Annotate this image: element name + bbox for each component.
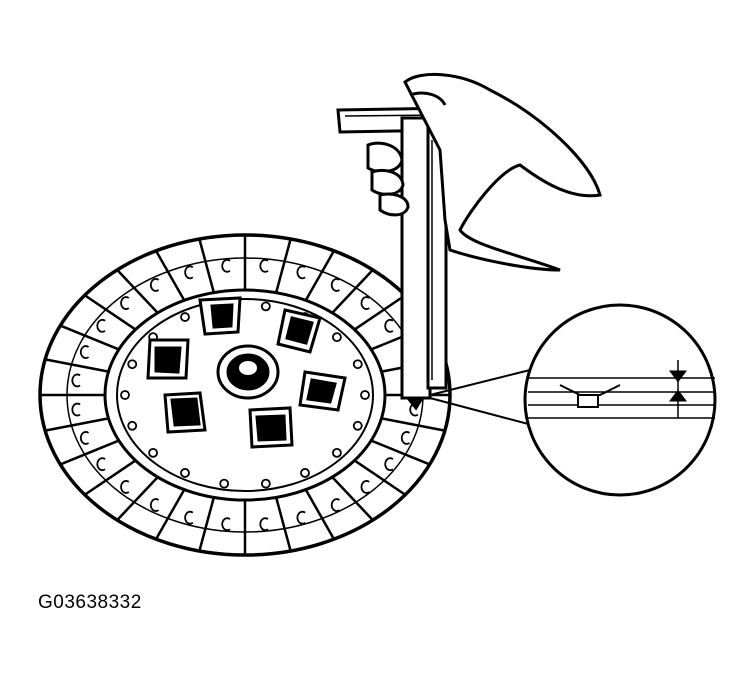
friction-segments bbox=[40, 235, 450, 555]
hub-rivet bbox=[260, 301, 271, 312]
hub-rivet bbox=[332, 447, 342, 458]
rivet-mark bbox=[384, 318, 394, 333]
segment-divider bbox=[198, 497, 216, 552]
rivet-mark bbox=[71, 373, 81, 388]
rivet-mark bbox=[79, 431, 90, 445]
damper-windows bbox=[146, 296, 347, 449]
hub-rivet bbox=[260, 478, 271, 489]
rivet-mark bbox=[221, 517, 231, 532]
segment-divider bbox=[331, 476, 374, 521]
hub-rivet bbox=[352, 359, 363, 370]
segment-divider bbox=[154, 488, 186, 540]
hand bbox=[366, 72, 602, 272]
rivet-mark bbox=[120, 296, 130, 310]
segment-divider bbox=[304, 488, 336, 540]
segment-divider bbox=[44, 417, 109, 432]
hub-rivet bbox=[180, 468, 190, 478]
hub-rivet bbox=[219, 478, 230, 489]
figure-code: G03638332 bbox=[38, 592, 142, 613]
rivet-mark bbox=[184, 265, 194, 280]
segment-divider bbox=[381, 417, 446, 432]
segment-divider bbox=[44, 358, 109, 373]
rivet-mark bbox=[96, 318, 106, 333]
rivet-mark bbox=[330, 498, 341, 512]
segment-divider bbox=[274, 497, 292, 552]
rivet-mark bbox=[330, 278, 341, 292]
hub-rivet bbox=[332, 332, 342, 343]
rivet-mark bbox=[221, 258, 231, 273]
segment-divider bbox=[304, 250, 336, 302]
hub-rivet bbox=[127, 359, 138, 370]
segment-divider bbox=[116, 269, 159, 314]
segment-divider bbox=[116, 476, 159, 521]
hub-rivet bbox=[180, 312, 190, 322]
rivet-mark bbox=[259, 517, 269, 532]
hub-rivet bbox=[352, 420, 363, 431]
rivet-mark bbox=[400, 431, 411, 445]
detail-magnifier bbox=[429, 303, 717, 497]
rivet-mark bbox=[360, 480, 370, 494]
rivet-mark bbox=[296, 265, 306, 280]
segment-divider bbox=[154, 250, 186, 302]
rivet-mark bbox=[96, 457, 106, 472]
clutch-disc bbox=[38, 233, 452, 557]
rivet-mark bbox=[259, 258, 269, 273]
segment-divider bbox=[84, 459, 137, 496]
segment-divider bbox=[331, 269, 374, 314]
segment-divider bbox=[370, 439, 431, 466]
rivet-mark bbox=[71, 402, 81, 417]
rivet-mark bbox=[384, 457, 394, 472]
hub-rivet bbox=[360, 390, 370, 400]
rivet-mark bbox=[149, 498, 160, 512]
hub-rivet bbox=[127, 420, 138, 431]
rivet-mark bbox=[120, 480, 130, 494]
hub-rivet bbox=[120, 390, 130, 400]
rivet-mark bbox=[360, 296, 370, 310]
segment-divider bbox=[84, 294, 137, 331]
hub-rivet bbox=[148, 447, 158, 458]
rivet-mark bbox=[149, 278, 160, 292]
rivet-mark bbox=[296, 510, 306, 525]
segment-divider bbox=[353, 294, 406, 331]
rivet-mark bbox=[184, 510, 194, 525]
segment-divider bbox=[353, 459, 406, 496]
segment-divider bbox=[274, 238, 292, 293]
segment-divider bbox=[198, 238, 216, 293]
hub-rivet bbox=[300, 468, 310, 478]
segment-divider bbox=[59, 324, 120, 351]
segment-divider bbox=[59, 439, 120, 466]
rivet-mark bbox=[79, 345, 90, 359]
